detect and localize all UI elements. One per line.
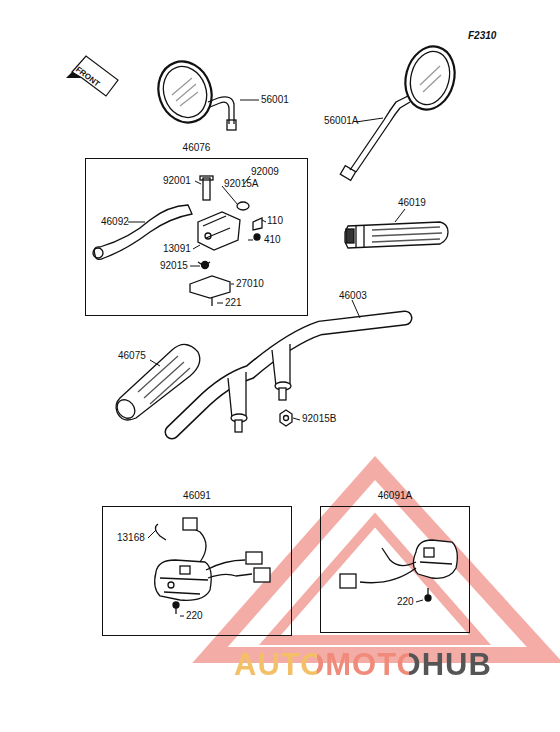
callout-number: 13091 [163,243,191,255]
parts-group-box: 46091A [320,506,470,633]
callout-number: 92001 [163,175,191,187]
callout-number: 46003 [339,290,367,302]
callout-number: 46092 [101,216,129,228]
callout-number: F2310 [468,30,496,42]
callout-number: 56001 [261,94,289,106]
callout-number: 92015 [160,260,188,272]
callout-number: 46019 [398,197,426,209]
callout-number: 110 [267,215,283,227]
callout-number: 92015A [224,178,258,190]
callout-number: 13168 [117,532,145,544]
group-part-number: 46091 [103,490,291,501]
callout-number: 46075 [118,350,146,362]
front-arrow [72,56,118,96]
callout-number: 56001A [324,115,358,127]
callout-number: 27010 [236,278,264,290]
callout-number: 92009 [251,166,279,178]
callout-number: 221 [225,297,242,309]
callout-number: 220 [186,610,203,622]
callout-number: 220 [397,596,414,608]
callout-number: 92015B [302,413,336,425]
callout-number: 410 [264,234,281,246]
watermark: AUTOMOTOHUB [234,648,492,682]
group-part-number: 46091A [321,490,469,501]
group-part-number: 46076 [86,142,307,153]
watermark-triangle [210,468,545,655]
